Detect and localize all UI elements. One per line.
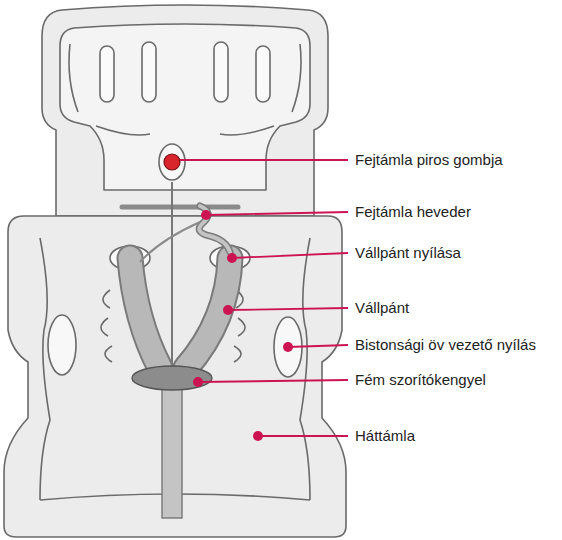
- button-recess: [159, 144, 185, 180]
- part-label: Háttámla: [355, 427, 415, 445]
- leader-line: [258, 435, 348, 437]
- headrest-wing: [292, 44, 301, 112]
- headrest-strap: [140, 222, 200, 262]
- part-label: Fejtámla heveder: [355, 203, 471, 221]
- headrest-strap: [199, 206, 230, 252]
- headrest-wing: [69, 44, 78, 112]
- part-label: Fém szorítókengyel: [355, 371, 486, 389]
- headrest-wing: [96, 126, 150, 135]
- part-label: Vállpánt: [355, 299, 409, 317]
- leader-dot: [201, 210, 211, 220]
- backrest-wing-line: [40, 238, 50, 500]
- leader-line: [288, 345, 348, 347]
- leader-dot: [227, 253, 237, 263]
- backrest-wing-line: [300, 238, 310, 500]
- red-button: [164, 154, 180, 170]
- leader-line: [198, 380, 348, 382]
- leader-dot: [193, 377, 203, 387]
- headrest-slot: [142, 42, 156, 102]
- leader-dot: [283, 342, 293, 352]
- part-label: Fejtámla piros gombja: [355, 151, 503, 169]
- belt-guide-opening: [48, 315, 76, 375]
- headrest-strap: [199, 206, 230, 252]
- part-label: Bistonsági öv vezető nyílás: [355, 336, 536, 354]
- center-strap: [171, 182, 173, 372]
- leader-line: [232, 253, 348, 258]
- backrest-groove: [101, 290, 112, 362]
- leader-line: [180, 159, 348, 161]
- shoulder-strap: [186, 258, 230, 368]
- headrest-slot: [214, 42, 228, 102]
- headrest-wing: [220, 126, 274, 135]
- headrest-cushion: [60, 24, 310, 190]
- leader-line: [206, 212, 348, 215]
- shoulder-strap: [130, 258, 160, 368]
- headrest-outline: [42, 5, 328, 216]
- headrest-bar: [122, 205, 238, 210]
- headrest-slot: [100, 46, 114, 102]
- leader-line: [228, 308, 348, 310]
- shoulder-strap: [130, 258, 160, 368]
- shoulder-strap: [186, 258, 230, 368]
- part-label: Vállpánt nyílása: [355, 244, 461, 262]
- leader-dot: [253, 431, 263, 441]
- backrest-outline: [4, 216, 346, 537]
- leader-dot: [223, 305, 233, 315]
- metal-clamp: [132, 366, 212, 390]
- headrest-slot: [256, 46, 270, 102]
- crotch-strap: [162, 378, 182, 518]
